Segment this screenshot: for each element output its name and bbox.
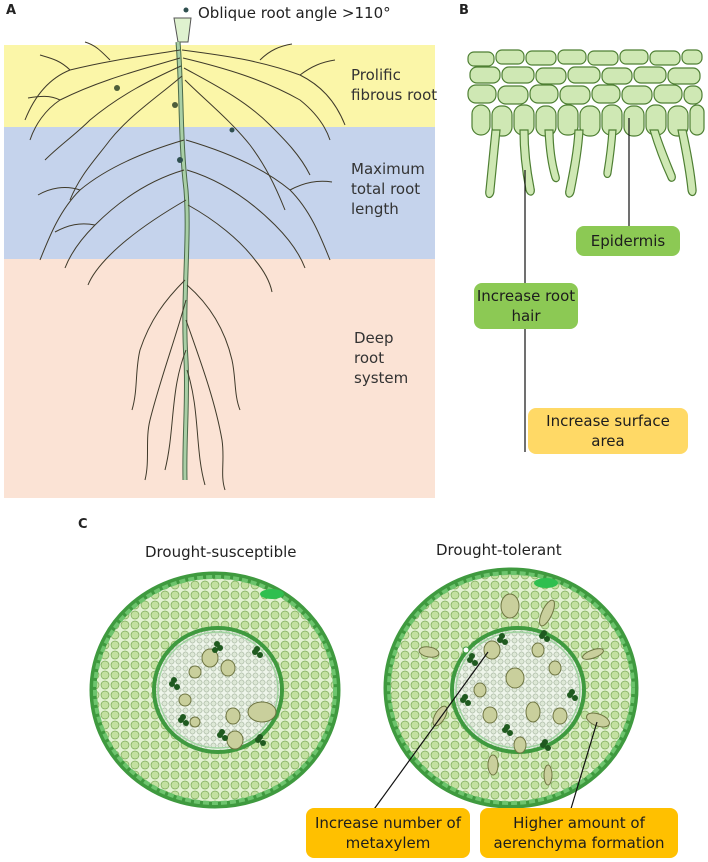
zone-band-length [4, 127, 435, 259]
susceptible-cross-section [89, 571, 341, 809]
root-hair-label: Increase root hair [474, 283, 578, 329]
tolerant-cross-section [383, 567, 639, 809]
panel-letter-b: B [459, 3, 469, 18]
metaxylem-label: Increase number of metaxylem [306, 808, 470, 858]
panel-letter-c: C [78, 517, 88, 532]
fibrous-roots [24, 41, 346, 491]
zone-label-fibrous: Prolific fibrous root [351, 66, 438, 104]
root-angle-label: Oblique root angle >110° [198, 4, 391, 22]
drought-susceptible-title: Drought-susceptible [145, 543, 297, 561]
drought-tolerant-title: Drought-tolerant [436, 541, 562, 559]
zone-label-deep: Deep root system [354, 329, 409, 387]
aerenchyma-label: Higher amount of aerenchyma formation [480, 808, 678, 858]
zone-band-deep [4, 259, 435, 498]
epidermis-label: Epidermis [576, 226, 680, 256]
panel-letter-a: A [6, 3, 17, 18]
surface-area-label: Increase surface area [528, 408, 688, 454]
zone-label-length: Maximum total root length [351, 160, 425, 218]
